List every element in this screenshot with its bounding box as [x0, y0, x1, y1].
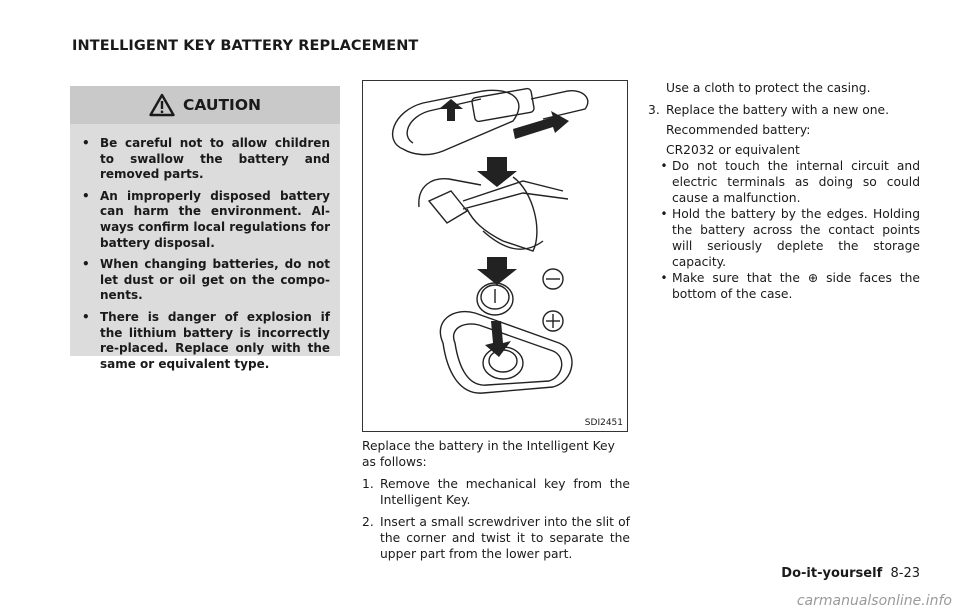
battery-replacement-figure: SDI2451: [362, 80, 628, 432]
bullet-item: • Make sure that the ⊕ side faces the bo…: [660, 271, 920, 301]
arrow-icon: [439, 99, 569, 285]
step-item: 1.Remove the mechanical key from the Int…: [362, 477, 630, 507]
bullet-item: •Hold the battery by the edges. Holding …: [660, 207, 920, 269]
lower-case-drawing: [439, 311, 573, 394]
bullet-item: •Do not touch the internal circuit and e…: [660, 159, 920, 205]
page-footer: Do-it-yourself 8-23: [781, 566, 920, 581]
step-item: 3.Replace the battery with a new one.: [648, 103, 889, 117]
caution-header: CAUTION: [70, 86, 340, 124]
recommended-value: CR2032 or equivalent: [666, 143, 800, 157]
battery-drawing: [476, 282, 514, 316]
step-item: 2.Insert a small screwdriver into the sl…: [362, 515, 630, 561]
caution-item: •An improperly disposed battery can harm…: [82, 188, 330, 250]
plus-symbol-icon: [542, 310, 564, 332]
caution-item: •Be careful not to allow children to swa…: [82, 136, 330, 182]
key-fob-drawing: [392, 87, 589, 156]
insert-arrow-icon: [485, 321, 511, 357]
instructions-column-1: Replace the battery in the Intelligent K…: [362, 438, 630, 562]
footer-section: Do-it-yourself: [781, 566, 883, 581]
case-separation-drawing: [418, 176, 569, 252]
caution-title: CAUTION: [183, 96, 261, 114]
page-number: 8-23: [890, 566, 920, 581]
intro-text: Replace the battery in the Intelligent K…: [362, 439, 615, 469]
caution-item: •When changing batteries, do not let dus…: [82, 257, 330, 303]
caution-box: CAUTION •Be careful not to allow childre…: [70, 86, 340, 371]
recommended-label: Recommended battery:: [666, 123, 811, 137]
watermark: carmanualsonline.info: [796, 593, 952, 609]
step2-continued: Use a cloth to protect the casing.: [666, 81, 871, 95]
bullet3-after: side faces the bottom of the case.: [672, 271, 920, 301]
section-title: INTELLIGENT KEY BATTERY REPLACEMENT: [72, 38, 419, 54]
battery-illustration: [392, 87, 589, 394]
caution-list: •Be careful not to allow children to swa…: [70, 124, 340, 372]
caution-item: •There is danger of explosion if the lit…: [82, 309, 330, 371]
instructions-column-2: Use a cloth to protect the casing. 3.Rep…: [648, 80, 920, 302]
warning-triangle-icon: [149, 93, 175, 117]
figure-code: SDI2451: [584, 418, 623, 428]
minus-symbol-icon: [542, 268, 564, 290]
plus-circle-icon: ⊕: [807, 271, 819, 285]
bullet3-before: Make sure that the: [672, 271, 800, 285]
